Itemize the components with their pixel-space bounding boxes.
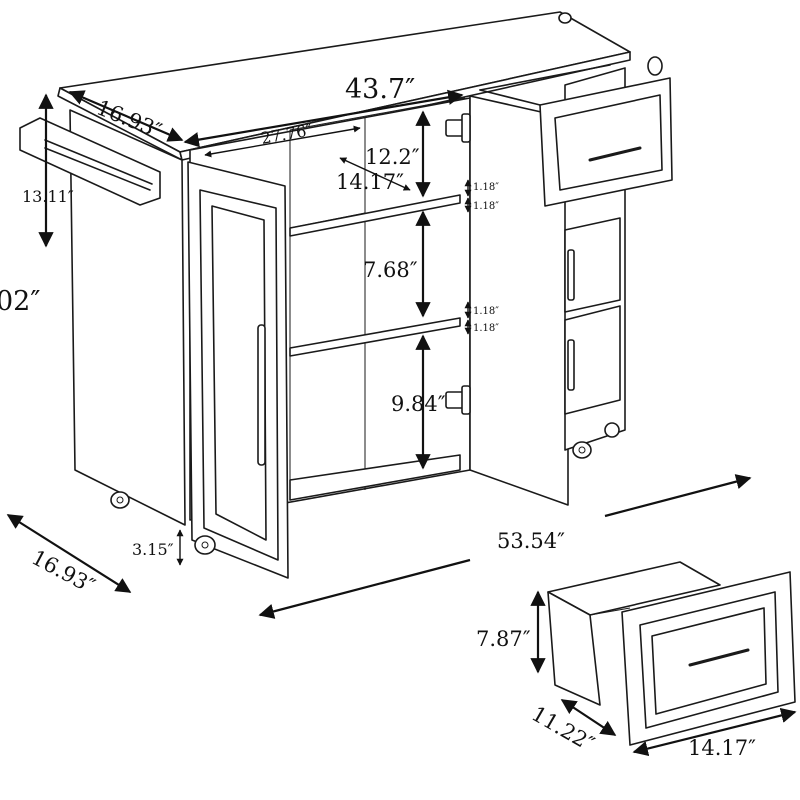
label-shelf-thickness-2a: 1.18″ [473,306,499,317]
bottom-drawer [564,305,621,415]
caster-wheel-icon [110,491,130,509]
door-handle-icon [257,324,266,466]
label-drawer-width: 14.17″ [688,736,756,760]
caster-wheel-icon [604,422,620,438]
shelf-upper [289,194,461,237]
label-drawer-depth: 11.22″ [528,702,599,757]
label-shelf-thickness-1a: 1.18″ [473,182,499,193]
label-bottom-shelf-gap: 9.84″ [391,392,446,416]
label-shelf-thickness-1b: 1.18″ [473,201,499,212]
label-shelf-thickness-2b: 1.18″ [473,323,499,334]
caster-wheel-icon [572,441,592,459]
label-towel-bar-height: 13.11″ [22,187,74,206]
drawer-handle-icon [588,146,642,162]
label-middle-shelf-gap: 7.68″ [363,258,418,282]
label-total-width: 43.7″ [345,74,415,105]
left-side-panel [69,109,186,526]
left-door [187,161,289,579]
drawer-handle-icon [688,648,750,667]
caster-wheel-icon [194,535,216,555]
drawer-detail [547,561,796,746]
dimension-lines [6,89,797,757]
drawer-stack [479,12,673,451]
label-caster-clearance: 3.15″ [132,540,174,559]
shelf-middle [289,317,461,357]
label-total-length: 53.54″ [497,529,565,553]
right-door [445,95,569,506]
label-shelf-depth: 14.17″ [336,170,404,194]
hinge-icon [445,385,471,415]
towel-bar-icon [19,117,161,206]
drawer-detail-front [621,571,796,746]
middle-drawer [564,217,621,313]
label-top-shelf-gap: 12.2″ [365,145,420,169]
label-drawer-height: 7.87″ [476,627,531,651]
label-side-depth-bottom: 16.93″ [28,545,99,598]
drawer-handle-icon [567,249,575,301]
paper-holder-icon [647,56,663,76]
drawer-handle-icon [567,339,575,391]
label-height-partial: 02″ [0,286,40,317]
